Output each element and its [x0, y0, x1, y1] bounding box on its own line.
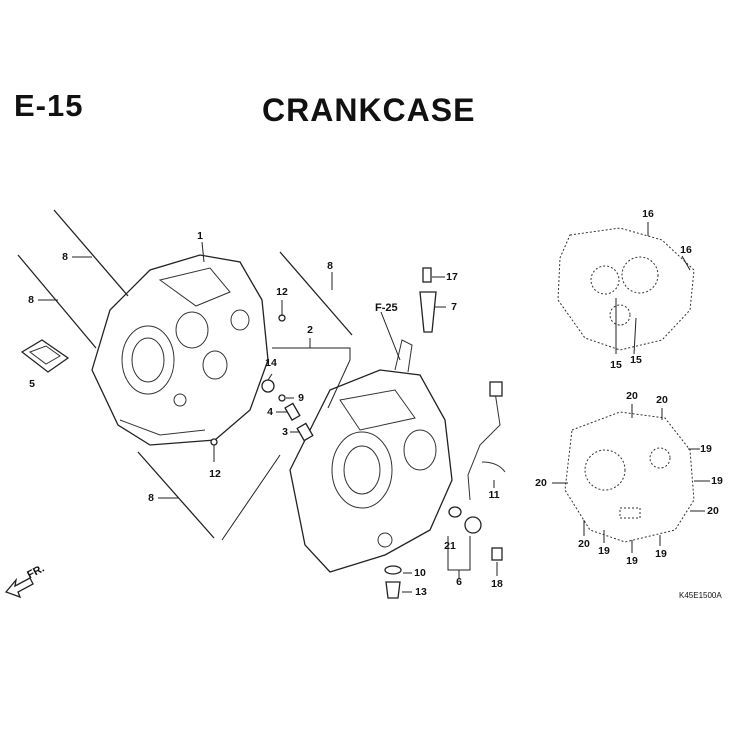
- callout-2: 2: [307, 324, 313, 336]
- callout-20-a: 20: [626, 390, 638, 402]
- callout-11: 11: [488, 489, 500, 501]
- spring-4: [284, 402, 301, 421]
- dowel-12-lower: [210, 438, 218, 446]
- connector-11: [489, 381, 503, 397]
- callout-16-right: 16: [680, 244, 692, 256]
- callout-4: 4: [267, 406, 273, 418]
- oring-21: [448, 506, 462, 518]
- callout-7: 7: [451, 301, 457, 313]
- callout-12-lower: 12: [209, 468, 221, 480]
- callout-21: 21: [444, 540, 456, 552]
- callout-1: 1: [197, 230, 203, 242]
- callout-13: 13: [415, 586, 427, 598]
- sensor-7: [419, 291, 437, 333]
- reference-label: F-25: [375, 302, 398, 314]
- seal-14: [261, 379, 275, 393]
- drawing-code: K45E1500A: [679, 591, 722, 600]
- clamp-11: [481, 461, 506, 473]
- callout-8-center: 8: [327, 260, 333, 272]
- front-arrow-icon: [4, 577, 34, 599]
- upper-gasket: [557, 227, 695, 351]
- lower-gasket: [564, 411, 695, 543]
- callout-9: 9: [298, 392, 304, 404]
- section-code: E-15: [14, 88, 84, 123]
- pin-9: [278, 394, 286, 402]
- bolt-18: [491, 547, 503, 561]
- bolt-17: [422, 267, 432, 283]
- callout-20-c: 20: [535, 477, 547, 489]
- callout-19-c: 19: [598, 545, 610, 557]
- plunger-3: [296, 422, 314, 442]
- callout-12-upper: 12: [276, 286, 288, 298]
- callout-20-d: 20: [707, 505, 719, 517]
- diagram-title: CRANKCASE: [262, 92, 476, 128]
- oil-strainer-screen: [20, 339, 70, 373]
- left-crankcase-half: [91, 254, 269, 446]
- stud-8-center: [279, 251, 353, 336]
- stud-8-left: [17, 254, 97, 349]
- drain-bolt-13: [385, 581, 401, 599]
- switch-6: [464, 516, 482, 534]
- callout-8-lower: 8: [148, 492, 154, 504]
- callout-8-left: 8: [28, 294, 34, 306]
- callout-19-a: 19: [700, 443, 712, 455]
- callout-19-b: 19: [711, 475, 723, 487]
- callout-3: 3: [282, 426, 288, 438]
- callout-18: 18: [491, 578, 503, 590]
- callout-5: 5: [29, 378, 35, 390]
- stud-8-upper-left: [53, 209, 129, 297]
- callout-20-e: 20: [578, 538, 590, 550]
- right-crankcase-half: [289, 339, 453, 573]
- stud-8-lower: [137, 451, 215, 539]
- callout-8-upper: 8: [62, 251, 68, 263]
- callout-6: 6: [456, 576, 462, 588]
- washer-10: [384, 565, 402, 575]
- callout-19-d: 19: [626, 555, 638, 567]
- callout-17: 17: [446, 271, 458, 283]
- callout-14: 14: [265, 357, 277, 369]
- callout-20-b: 20: [656, 394, 668, 406]
- callout-16-top: 16: [642, 208, 654, 220]
- harness-11: [467, 391, 501, 501]
- callout-10: 10: [414, 567, 426, 579]
- callout-15-left: 15: [610, 359, 622, 371]
- callout-15-right: 15: [630, 354, 642, 366]
- callout-19-e: 19: [655, 548, 667, 560]
